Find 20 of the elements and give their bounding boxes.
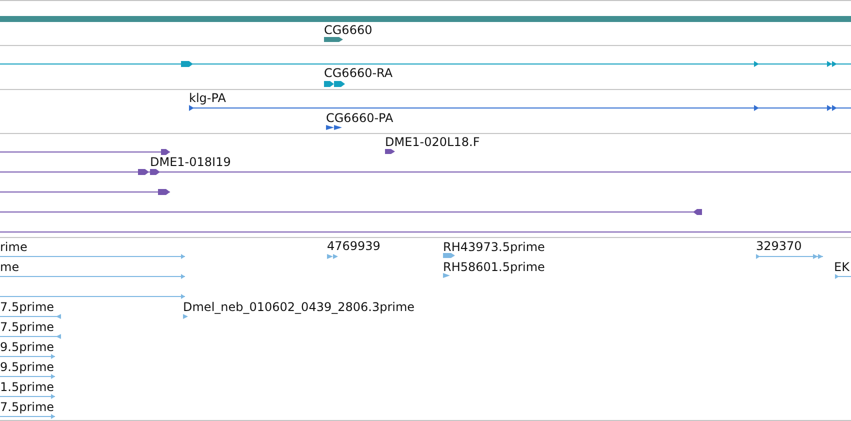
feature-label: rime bbox=[0, 240, 28, 254]
feature-label: RH58601.5prime bbox=[443, 260, 545, 274]
feature-label: 4769939 bbox=[327, 239, 380, 253]
feature-label: 9.5prime bbox=[0, 340, 54, 354]
feature-label: 1.5prime bbox=[0, 380, 54, 394]
feature-label: 7.5prime bbox=[0, 320, 54, 334]
feature-label: 9.5prime bbox=[0, 360, 54, 374]
feature-label: DME1-020L18.F bbox=[385, 135, 480, 149]
feature-label: DME1-018I19 bbox=[150, 155, 231, 169]
feature-label: 7.5prime bbox=[0, 300, 54, 314]
feature-label: klg-PA bbox=[189, 91, 226, 105]
feature-label: EK bbox=[834, 260, 850, 274]
feature-label: me bbox=[0, 260, 20, 274]
feature-label: CG6660-PA bbox=[326, 111, 394, 125]
feature-label: CG6660 bbox=[324, 23, 372, 37]
feature-label: CG6660-RA bbox=[324, 66, 393, 80]
feature-label: Dmel_neb_010602_0439_2806.3prime bbox=[183, 300, 415, 314]
feature-label: 7.5prime bbox=[0, 400, 54, 414]
feature-label: 329370 bbox=[756, 239, 802, 253]
feature-label: RH43973.5prime bbox=[443, 240, 545, 254]
